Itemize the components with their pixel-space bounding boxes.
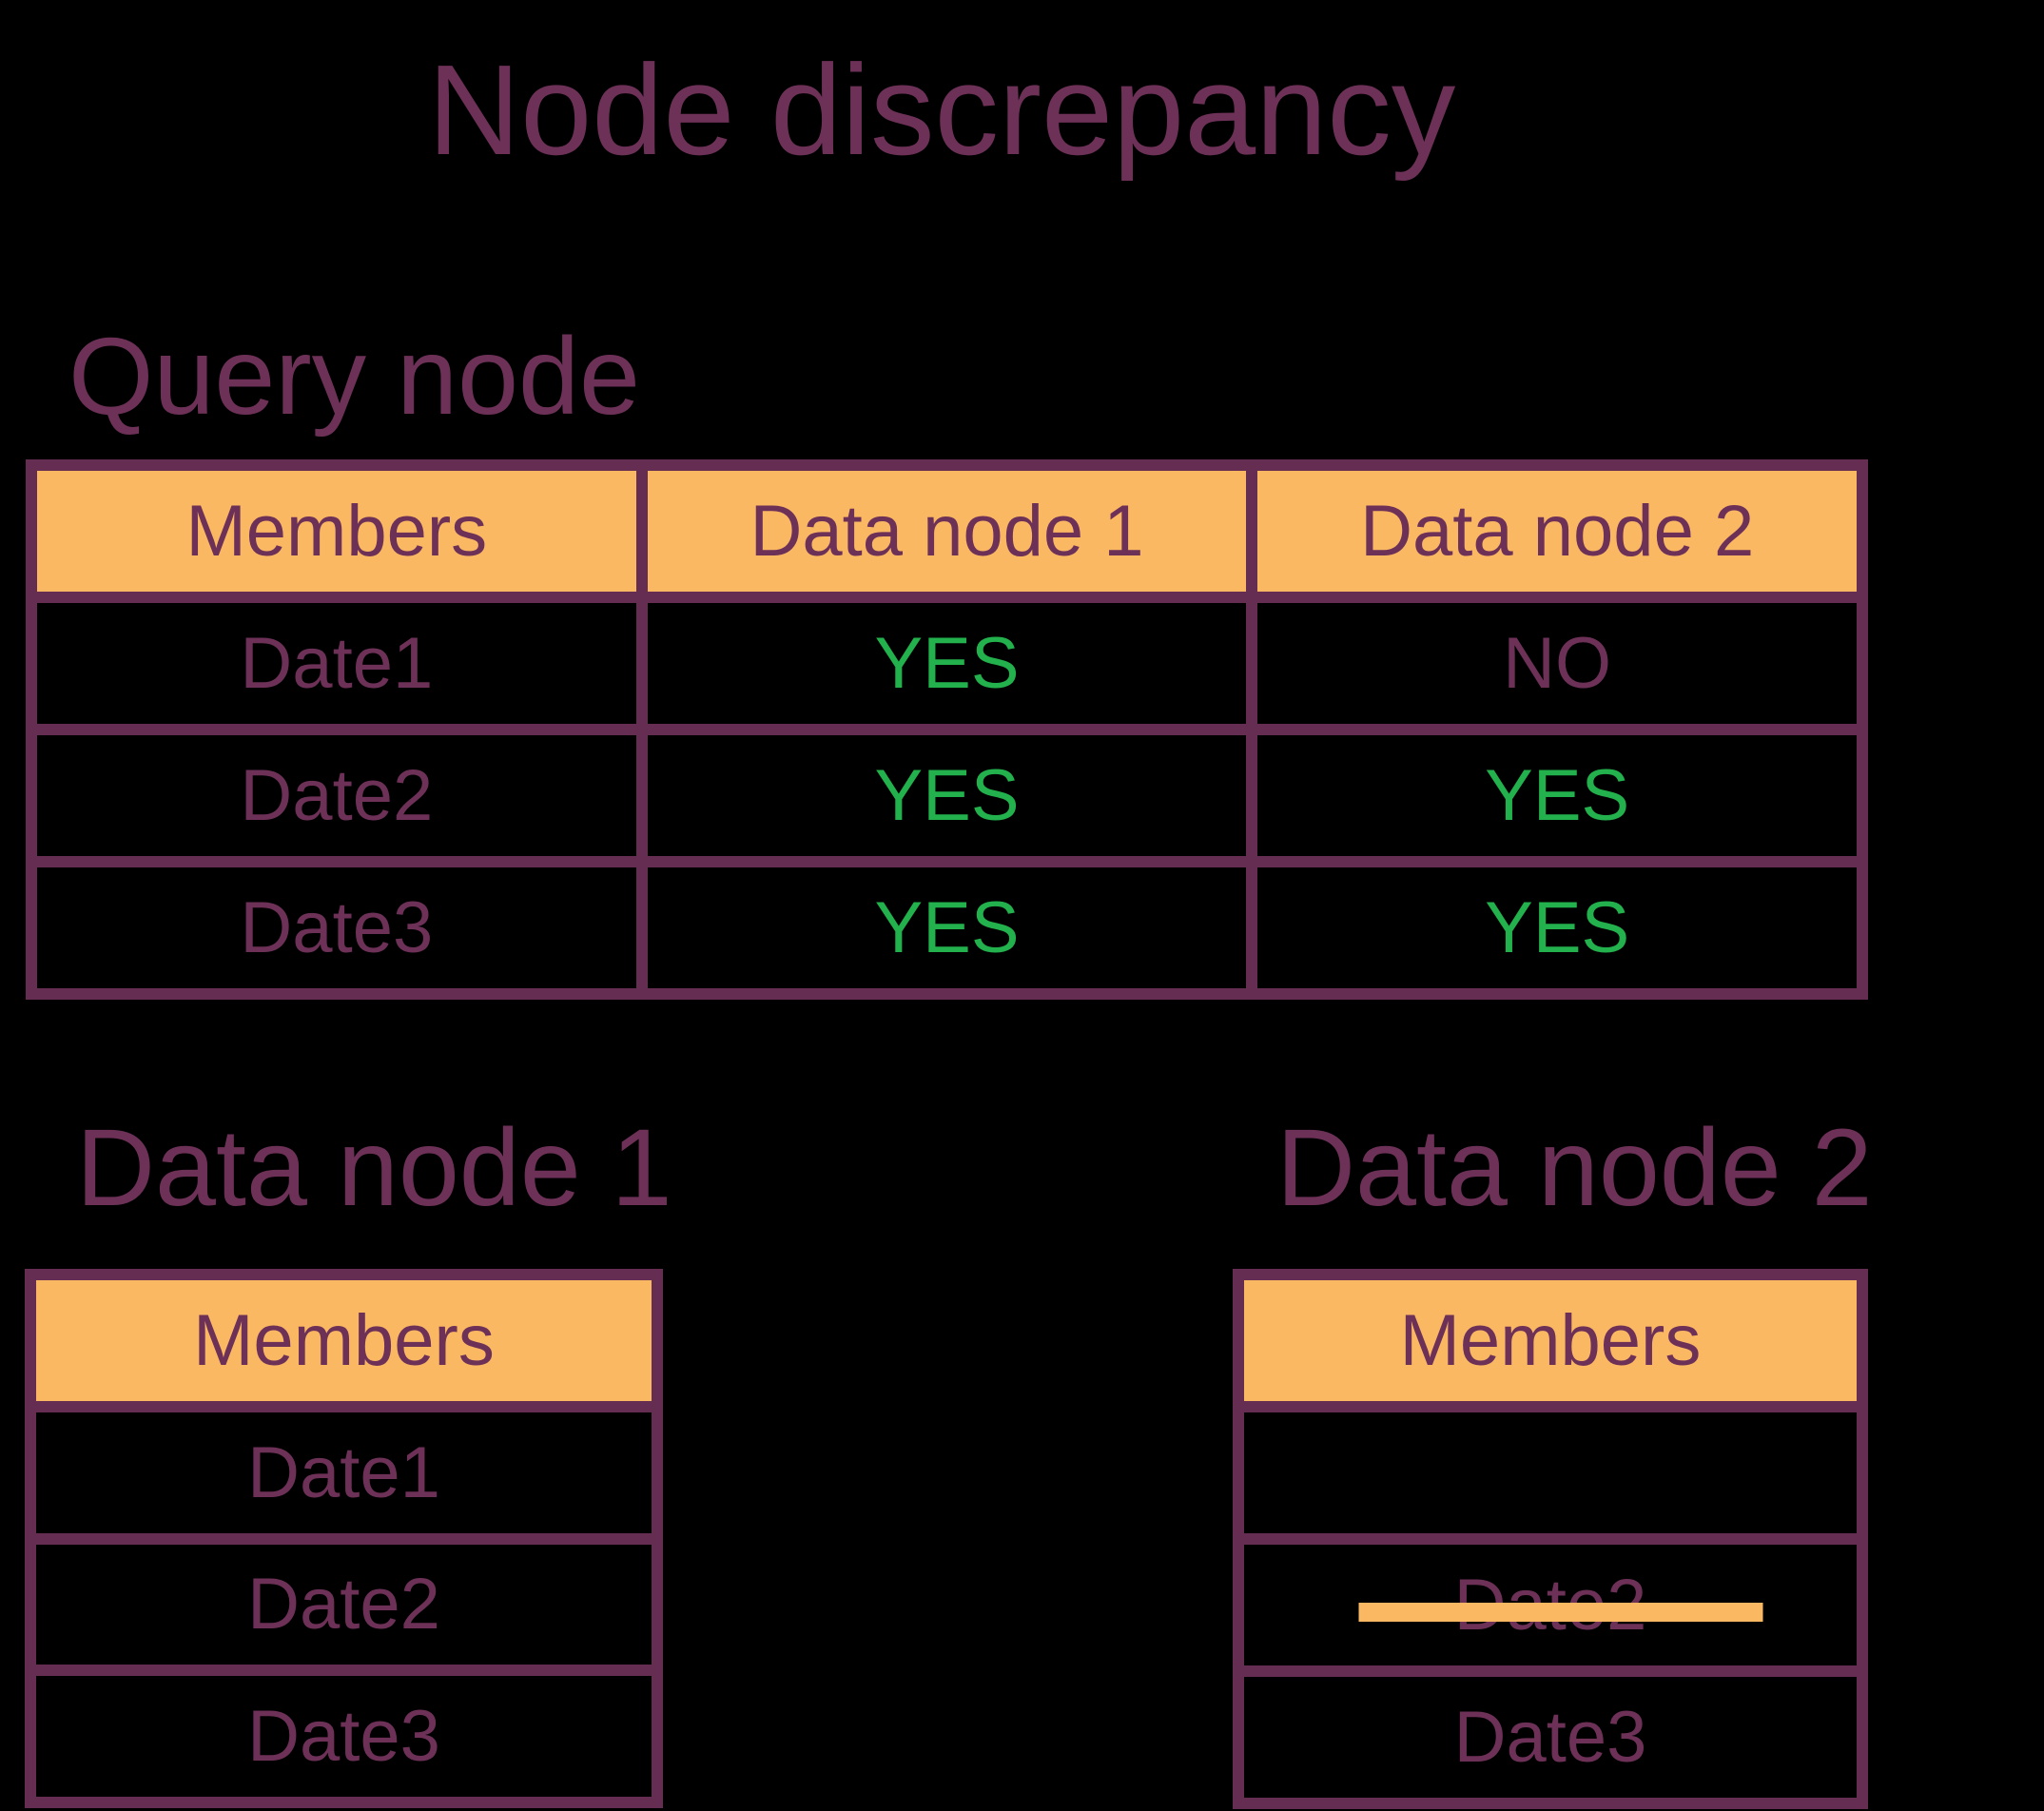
query-node-table: Members Data node 1 Data node 2 Date1 YE… [26, 459, 1868, 1000]
member-label: Date3 [240, 887, 434, 968]
header-label: Data node 1 [749, 491, 1144, 572]
data-node-2-table: Members Date2 Date3 [1233, 1269, 1868, 1809]
header-label: Members [185, 491, 488, 572]
query-row3-node2-cell: YES [1257, 867, 1857, 988]
query-row1-member-cell: Date1 [37, 603, 636, 724]
query-row1-node2-cell: NO [1257, 603, 1857, 724]
status-value: YES [874, 623, 1020, 704]
data-node-1-heading: Data node 1 [76, 1107, 672, 1229]
node2-row3-cell: Date3 [1244, 1677, 1857, 1798]
member-label: Date2 [247, 1564, 440, 1645]
header-label: Members [193, 1299, 495, 1381]
query-node-heading: Query node [68, 316, 640, 438]
member-label: Date3 [1453, 1697, 1647, 1778]
node2-row2-cell-struck: Date2 [1244, 1545, 1857, 1665]
member-label: Date2 [1453, 1565, 1647, 1645]
status-value: NO [1503, 623, 1612, 704]
member-label: Date1 [240, 623, 434, 704]
query-row3-member-cell: Date3 [37, 867, 636, 988]
node1-row2-cell: Date2 [36, 1544, 652, 1665]
node2-row1-cell-empty [1244, 1412, 1857, 1533]
data-node-1-table: Members Date1 Date2 Date3 [25, 1269, 663, 1808]
node1-header-members: Members [36, 1280, 652, 1401]
query-row2-node1-cell: YES [647, 735, 1247, 856]
status-value: YES [1485, 755, 1630, 836]
node1-row3-cell: Date3 [36, 1676, 652, 1797]
member-label: Date1 [247, 1431, 440, 1513]
query-header-members: Members [37, 471, 636, 592]
status-value: YES [1485, 887, 1630, 968]
node2-header-members: Members [1244, 1280, 1857, 1401]
status-value: YES [874, 887, 1020, 968]
data-node-2-heading: Data node 2 [1276, 1107, 1873, 1229]
query-row2-member-cell: Date2 [37, 735, 636, 856]
query-header-data-node-1: Data node 1 [647, 471, 1247, 592]
query-row2-node2-cell: YES [1257, 735, 1857, 856]
query-row3-node1-cell: YES [647, 867, 1247, 988]
query-header-data-node-2: Data node 2 [1257, 471, 1857, 592]
header-label: Members [1399, 1300, 1702, 1381]
page-title: Node discrepancy [427, 38, 1456, 182]
query-row1-node1-cell: YES [647, 603, 1247, 724]
member-label: Date2 [240, 755, 434, 836]
status-value: YES [874, 755, 1020, 836]
node1-row1-cell: Date1 [36, 1412, 652, 1533]
member-label: Date3 [247, 1696, 440, 1778]
header-label: Data node 2 [1360, 491, 1755, 572]
